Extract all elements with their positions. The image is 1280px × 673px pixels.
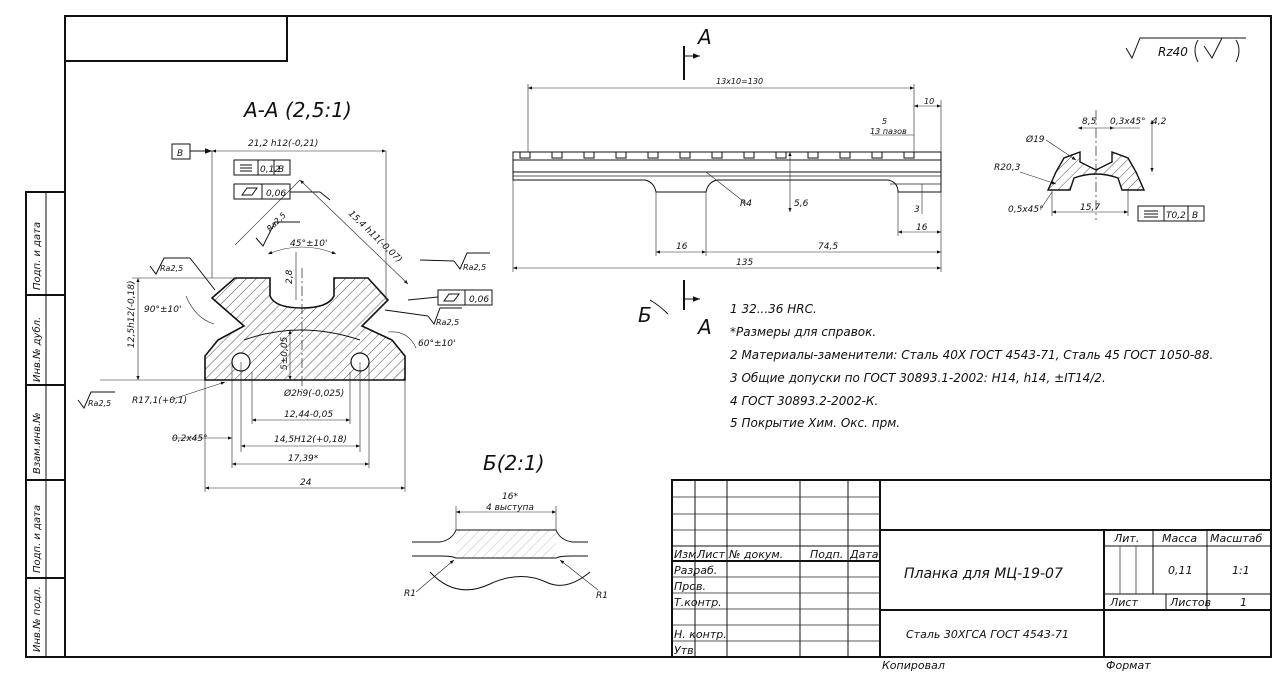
- detail-profile: [412, 529, 591, 591]
- dim-56: 5,6: [794, 199, 809, 209]
- scale-label: Масштаб: [1210, 532, 1262, 545]
- detail-dim-note: 4 выступа: [486, 503, 534, 513]
- dim-3: 3: [914, 205, 920, 215]
- note-1: 1 32...36 HRC.: [730, 302, 817, 316]
- side-strip-label-2: Инв.№ дубл.: [31, 317, 43, 382]
- note-3: 2 Материалы-заменители: Сталь 40Х ГОСТ 4…: [730, 348, 1213, 362]
- end-dim-r203: R20,3: [994, 163, 1021, 173]
- dim-angle-60: 60°±10': [418, 339, 455, 349]
- svg-text:Ra2,5: Ra2,5: [436, 318, 459, 327]
- dim-10: 10: [924, 97, 934, 106]
- hdr-doc: № докум.: [728, 548, 783, 561]
- sheet-label: Лист: [1109, 596, 1138, 609]
- svg-text:В: В: [278, 165, 284, 175]
- svg-text:В: В: [177, 149, 183, 159]
- dim-1739: 17,39*: [288, 454, 319, 464]
- title-block: Изм. Лист № докум. Подп. Дата Разраб. Пр…: [671, 479, 1272, 672]
- svg-text:В: В: [1192, 211, 1198, 221]
- main-view-profile: А А Б: [512, 25, 942, 339]
- sheets-label: Листов: [1169, 596, 1211, 609]
- hdr-sign: Подп.: [810, 548, 843, 561]
- dim-745: 74,5: [818, 242, 838, 252]
- end-dim-chamfer: 0,3x45°: [1110, 117, 1146, 127]
- detail-title: Б(2:1): [483, 451, 545, 475]
- technical-notes: 1 32...36 HRC. *Размеры для справок. 2 М…: [730, 302, 1213, 430]
- dim-130: 13x10=130: [716, 77, 763, 86]
- side-strip-label-1: Подп. и дата: [32, 222, 43, 290]
- svg-text:Ra2,5: Ra2,5: [160, 264, 183, 273]
- dim-angle-90: 90°±10': [144, 305, 181, 315]
- side-strip-label-3: Взам.инв.№: [32, 412, 43, 474]
- dim-5: 5: [882, 117, 887, 126]
- svg-text:Ra2,5: Ra2,5: [463, 263, 486, 272]
- top-left-box: [64, 15, 288, 62]
- dim-16a: 16: [676, 242, 688, 252]
- svg-text:0,06: 0,06: [469, 295, 489, 305]
- row-nkontr: Н. контр.: [674, 628, 727, 641]
- svg-text:Rz40: Rz40: [1158, 45, 1188, 59]
- svg-text:Ra2,5: Ra2,5: [88, 399, 111, 408]
- dim-1244: 12,44-0,05: [284, 410, 333, 420]
- end-dim-42: 4,2: [1152, 117, 1167, 127]
- tolerance-symmetry: 0,12 В: [233, 159, 291, 176]
- dim-angle-45: 45°±10': [290, 239, 327, 249]
- hdr-list: Лист: [696, 548, 725, 561]
- dim-r: R17,1(+0,1): [132, 396, 187, 406]
- svg-text:0,12: 0,12: [260, 165, 280, 175]
- format-label: Формат: [1106, 659, 1151, 672]
- row-prov: Пров.: [674, 580, 706, 593]
- row-tkontr: Т.контр.: [674, 596, 722, 609]
- side-strip: Подп. и дата Инв.№ дубл. Взам.инв.№ Подп…: [25, 191, 66, 658]
- cut-b: Б: [638, 303, 652, 327]
- svg-text:0,06: 0,06: [266, 189, 286, 199]
- note-2: *Размеры для справок.: [730, 325, 876, 339]
- cut-a-top: А: [696, 25, 712, 49]
- dim-slope: 15,4 h11(-0,07): [346, 209, 404, 265]
- note-4: 3 Общие допуски по ГОСТ 30893.1-2002: H1…: [730, 371, 1106, 385]
- row-utv: Утв.: [674, 644, 697, 657]
- hdr-date: Дата: [849, 548, 879, 561]
- dim-16b: 16: [916, 223, 928, 233]
- sheets-value: 1: [1240, 596, 1247, 609]
- note-5: 4 ГОСТ 30893.2-2002-К.: [730, 394, 878, 408]
- dim-145: 14,5H12(+0,18): [274, 435, 347, 445]
- tolerance-flatness-right: 0,06: [407, 289, 493, 306]
- dim-5: 5±0,05: [280, 336, 290, 370]
- dim-height: 12,5h12(-0,18): [127, 280, 137, 348]
- cut-a-bottom: А: [696, 315, 712, 339]
- dim-depth: 2,8: [285, 269, 295, 284]
- dim-r4: R4: [740, 199, 752, 209]
- svg-text:Т0,2: Т0,2: [1166, 211, 1186, 221]
- dim-chamfer: 0,2x45°: [172, 434, 208, 444]
- note-6: 5 Покрытие Хим. Окс. прм.: [730, 416, 900, 430]
- copied-label: Копировал: [882, 659, 945, 672]
- part-material: Сталь 30ХГСА ГОСТ 4543-71: [906, 628, 1069, 641]
- end-dim-05: 0,5x45°: [1008, 205, 1044, 215]
- mass-label: Масса: [1162, 532, 1197, 545]
- detail-r1-right: R1: [596, 591, 608, 601]
- dim-hole: Ø2h9(-0,025): [283, 388, 344, 399]
- dim-24: 24: [300, 478, 312, 488]
- dim-width-top: 21,2 h12(-0,21): [248, 139, 318, 149]
- dim-135: 135: [736, 258, 753, 268]
- side-strip-label-5: Инв.№ подл.: [32, 586, 43, 652]
- mass-value: 0,11: [1168, 564, 1193, 577]
- hdr-izm: Изм.: [674, 548, 700, 561]
- roughness-symbol: Rz40: [1125, 37, 1246, 63]
- end-dim-d19: Ø19: [1025, 134, 1045, 145]
- section-profile: [204, 268, 406, 390]
- scale-value: 1:1: [1232, 564, 1250, 577]
- part-name: Планка для МЦ-19-07: [904, 566, 1063, 582]
- detail-dim-16: 16*: [502, 492, 518, 502]
- end-dim-85: 8,5: [1082, 117, 1097, 127]
- end-dim-157: 15,7: [1080, 203, 1100, 213]
- dim-13slots: 13 пазов: [870, 127, 907, 136]
- row-razrab: Разраб.: [674, 564, 717, 577]
- end-tolerance-frame: Т0,2 В: [1137, 205, 1205, 222]
- section-title: А-А (2,5:1): [242, 98, 352, 122]
- detail-r1-left: R1: [404, 589, 416, 599]
- lit-label: Лит.: [1113, 532, 1139, 545]
- side-strip-label-4: Подп. и дата: [32, 505, 43, 573]
